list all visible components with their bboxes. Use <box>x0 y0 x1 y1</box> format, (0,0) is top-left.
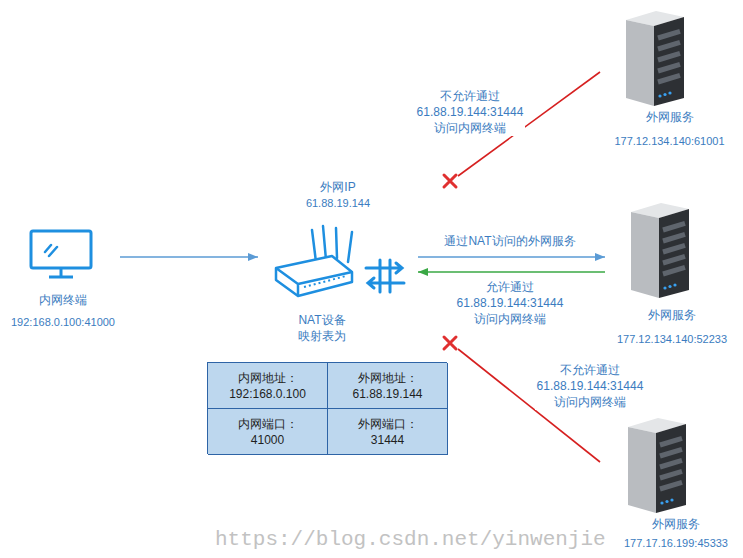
server-node: 外网服务 177.17.16.199:45333 <box>612 412 740 556</box>
watermark: https://blog.csdn.net/yinwenjie <box>215 528 606 552</box>
edge-label: 允许通过 61.88.19.144:31444 访问内网终端 <box>450 279 570 327</box>
node-detail: 177.12.134.140:61001 <box>614 133 724 149</box>
node-title: 外网IP <box>320 179 355 195</box>
node-title: 外网服务 <box>652 516 700 532</box>
node-detail: NAT设备 映射表为 <box>287 312 357 344</box>
node-detail: 61.88.19.144 <box>306 195 370 211</box>
label-holder: 不允许通过 61.88.19.144:31444 访问内网终端 <box>415 88 525 136</box>
table-text: 外网地址： <box>358 370 418 386</box>
table-cell: 外网端口：31444 <box>328 409 448 455</box>
table-text: 外网端口： <box>358 416 418 432</box>
blocked-note: 不允许通过 61.88.19.144:31444 访问内网终端 <box>535 362 645 410</box>
table-text: 内网端口： <box>238 416 298 432</box>
table-text: 31444 <box>371 432 404 448</box>
connector-arrow <box>418 271 605 273</box>
edge-label: 通过NAT访问的外网服务 <box>444 233 575 249</box>
label-holder: https://blog.csdn.net/yinwenjie <box>215 528 606 552</box>
router-icon <box>276 226 352 296</box>
server-icon <box>626 11 684 106</box>
connector-arrow <box>418 256 605 258</box>
mapping-table: 内网地址：192:168.0.100外网地址：61.88.19.144内网端口：… <box>207 362 447 454</box>
node-title: 内网终端 <box>39 292 87 308</box>
node-title: 外网服务 <box>646 109 694 125</box>
table-text: 41000 <box>251 432 284 448</box>
nat-device-node: 外网IP61.88.19.144NAT设备 映射表为 <box>258 178 418 346</box>
server-node: 外网服务 177.12.134.140:61001 <box>600 4 739 151</box>
terminal-node: 内网终端 192:168.0.100:41000 <box>6 222 120 334</box>
table-cell: 内网端口：41000 <box>208 409 328 455</box>
blocked-note: 不允许通过 61.88.19.144:31444 访问内网终端 <box>415 88 525 136</box>
table-text: 内网地址： <box>238 370 298 386</box>
node-detail: 192:168.0.100:41000 <box>11 314 115 330</box>
server-node: 外网服务 177.12.134.140:52233 <box>605 196 739 349</box>
server-icon <box>631 203 689 298</box>
server-icon <box>628 418 686 513</box>
label-holder: 不允许通过 61.88.19.144:31444 访问内网终端 <box>535 362 645 410</box>
node-detail: 177.17.16.199:45333 <box>624 535 728 551</box>
table-text: 61.88.19.144 <box>352 386 422 402</box>
node-detail: 177.12.134.140:52233 <box>617 331 727 347</box>
table-cell: 外网地址：61.88.19.144 <box>328 363 448 409</box>
label-holder: 允许通过 61.88.19.144:31444 访问内网终端 <box>450 279 570 327</box>
node-title: 外网服务 <box>648 307 696 323</box>
label-holder: 通过NAT访问的外网服务 <box>444 233 575 249</box>
nat-symbol <box>366 260 404 292</box>
table-cell: 内网地址：192:168.0.100 <box>208 363 328 409</box>
monitor-icon <box>31 231 91 277</box>
table-text: 192:168.0.100 <box>229 386 306 402</box>
connector-arrow <box>120 256 258 258</box>
